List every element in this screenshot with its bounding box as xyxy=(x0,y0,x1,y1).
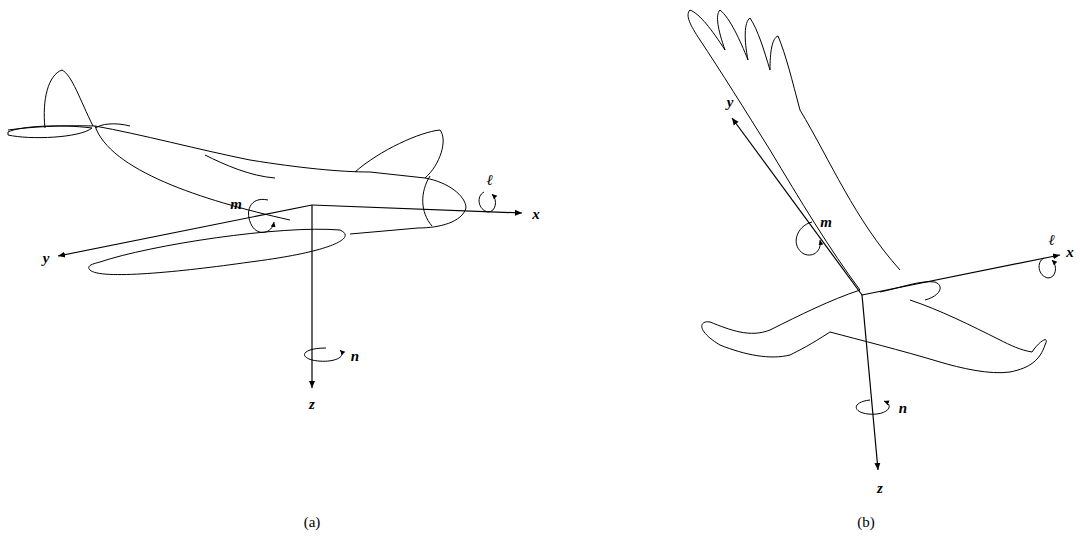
panel-caption: (a) xyxy=(304,515,321,530)
axis-label: y xyxy=(727,95,734,110)
axis-label: z xyxy=(309,397,315,412)
airplane-drawing xyxy=(8,70,466,275)
axes xyxy=(58,118,1060,470)
axis-label: n xyxy=(351,349,359,364)
axis-label: m xyxy=(820,215,832,230)
axis-label: y xyxy=(43,251,50,266)
axis-label: n xyxy=(899,401,907,416)
axis-label: ℓ xyxy=(487,173,493,188)
axis-label: m xyxy=(230,197,242,212)
panel-caption: (b) xyxy=(857,515,875,530)
axis-label: ℓ xyxy=(1049,233,1055,248)
eagle-drawing xyxy=(688,10,1046,373)
axis-label: x xyxy=(532,207,540,222)
rotation-arrows xyxy=(249,192,1056,414)
axis-label: x xyxy=(1066,245,1074,260)
axis-label: z xyxy=(877,481,883,496)
